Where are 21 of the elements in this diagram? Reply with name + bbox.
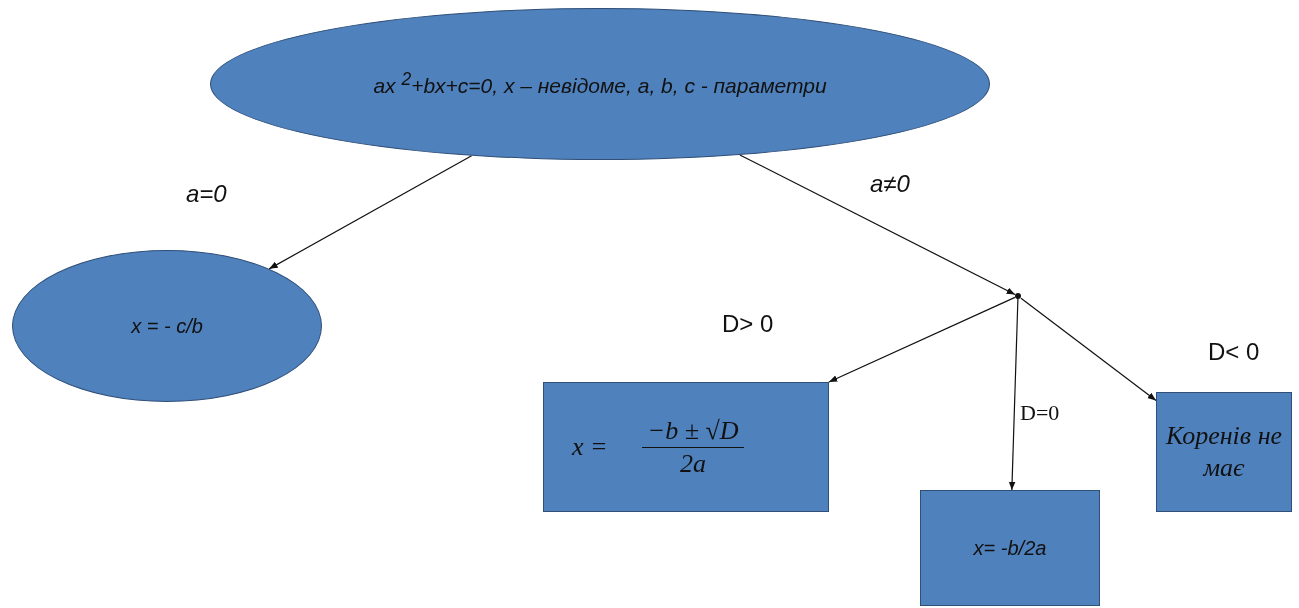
denominator-text: 2a [679,447,708,479]
edge-label: a≠0 [870,170,910,198]
process-box [543,382,829,512]
edge-label: a=0 [186,180,227,208]
process-box [920,490,1100,606]
formula-text: x = [570,431,609,463]
edge-label: D=0 [1020,400,1060,426]
edge-label: D> 0 [722,310,774,338]
arrow [1020,297,1157,402]
formula-text: ax $^{2}$+bx+c=0, x – невідоме, a, b, c - параметри [373,69,827,99]
arrow [1008,298,1019,491]
result-text: Коренів не має [1164,419,1284,484]
formula-text: x = - c/b [131,314,203,338]
process-box [1156,392,1292,512]
arrow [828,296,1016,383]
arrow [739,154,1016,296]
numerator-text: −b ± √D [641,415,745,448]
junction-dot [1015,293,1021,299]
arrow [268,155,473,270]
edge-label: D< 0 [1208,338,1260,366]
formula-text: x= -b/2a [973,536,1047,560]
